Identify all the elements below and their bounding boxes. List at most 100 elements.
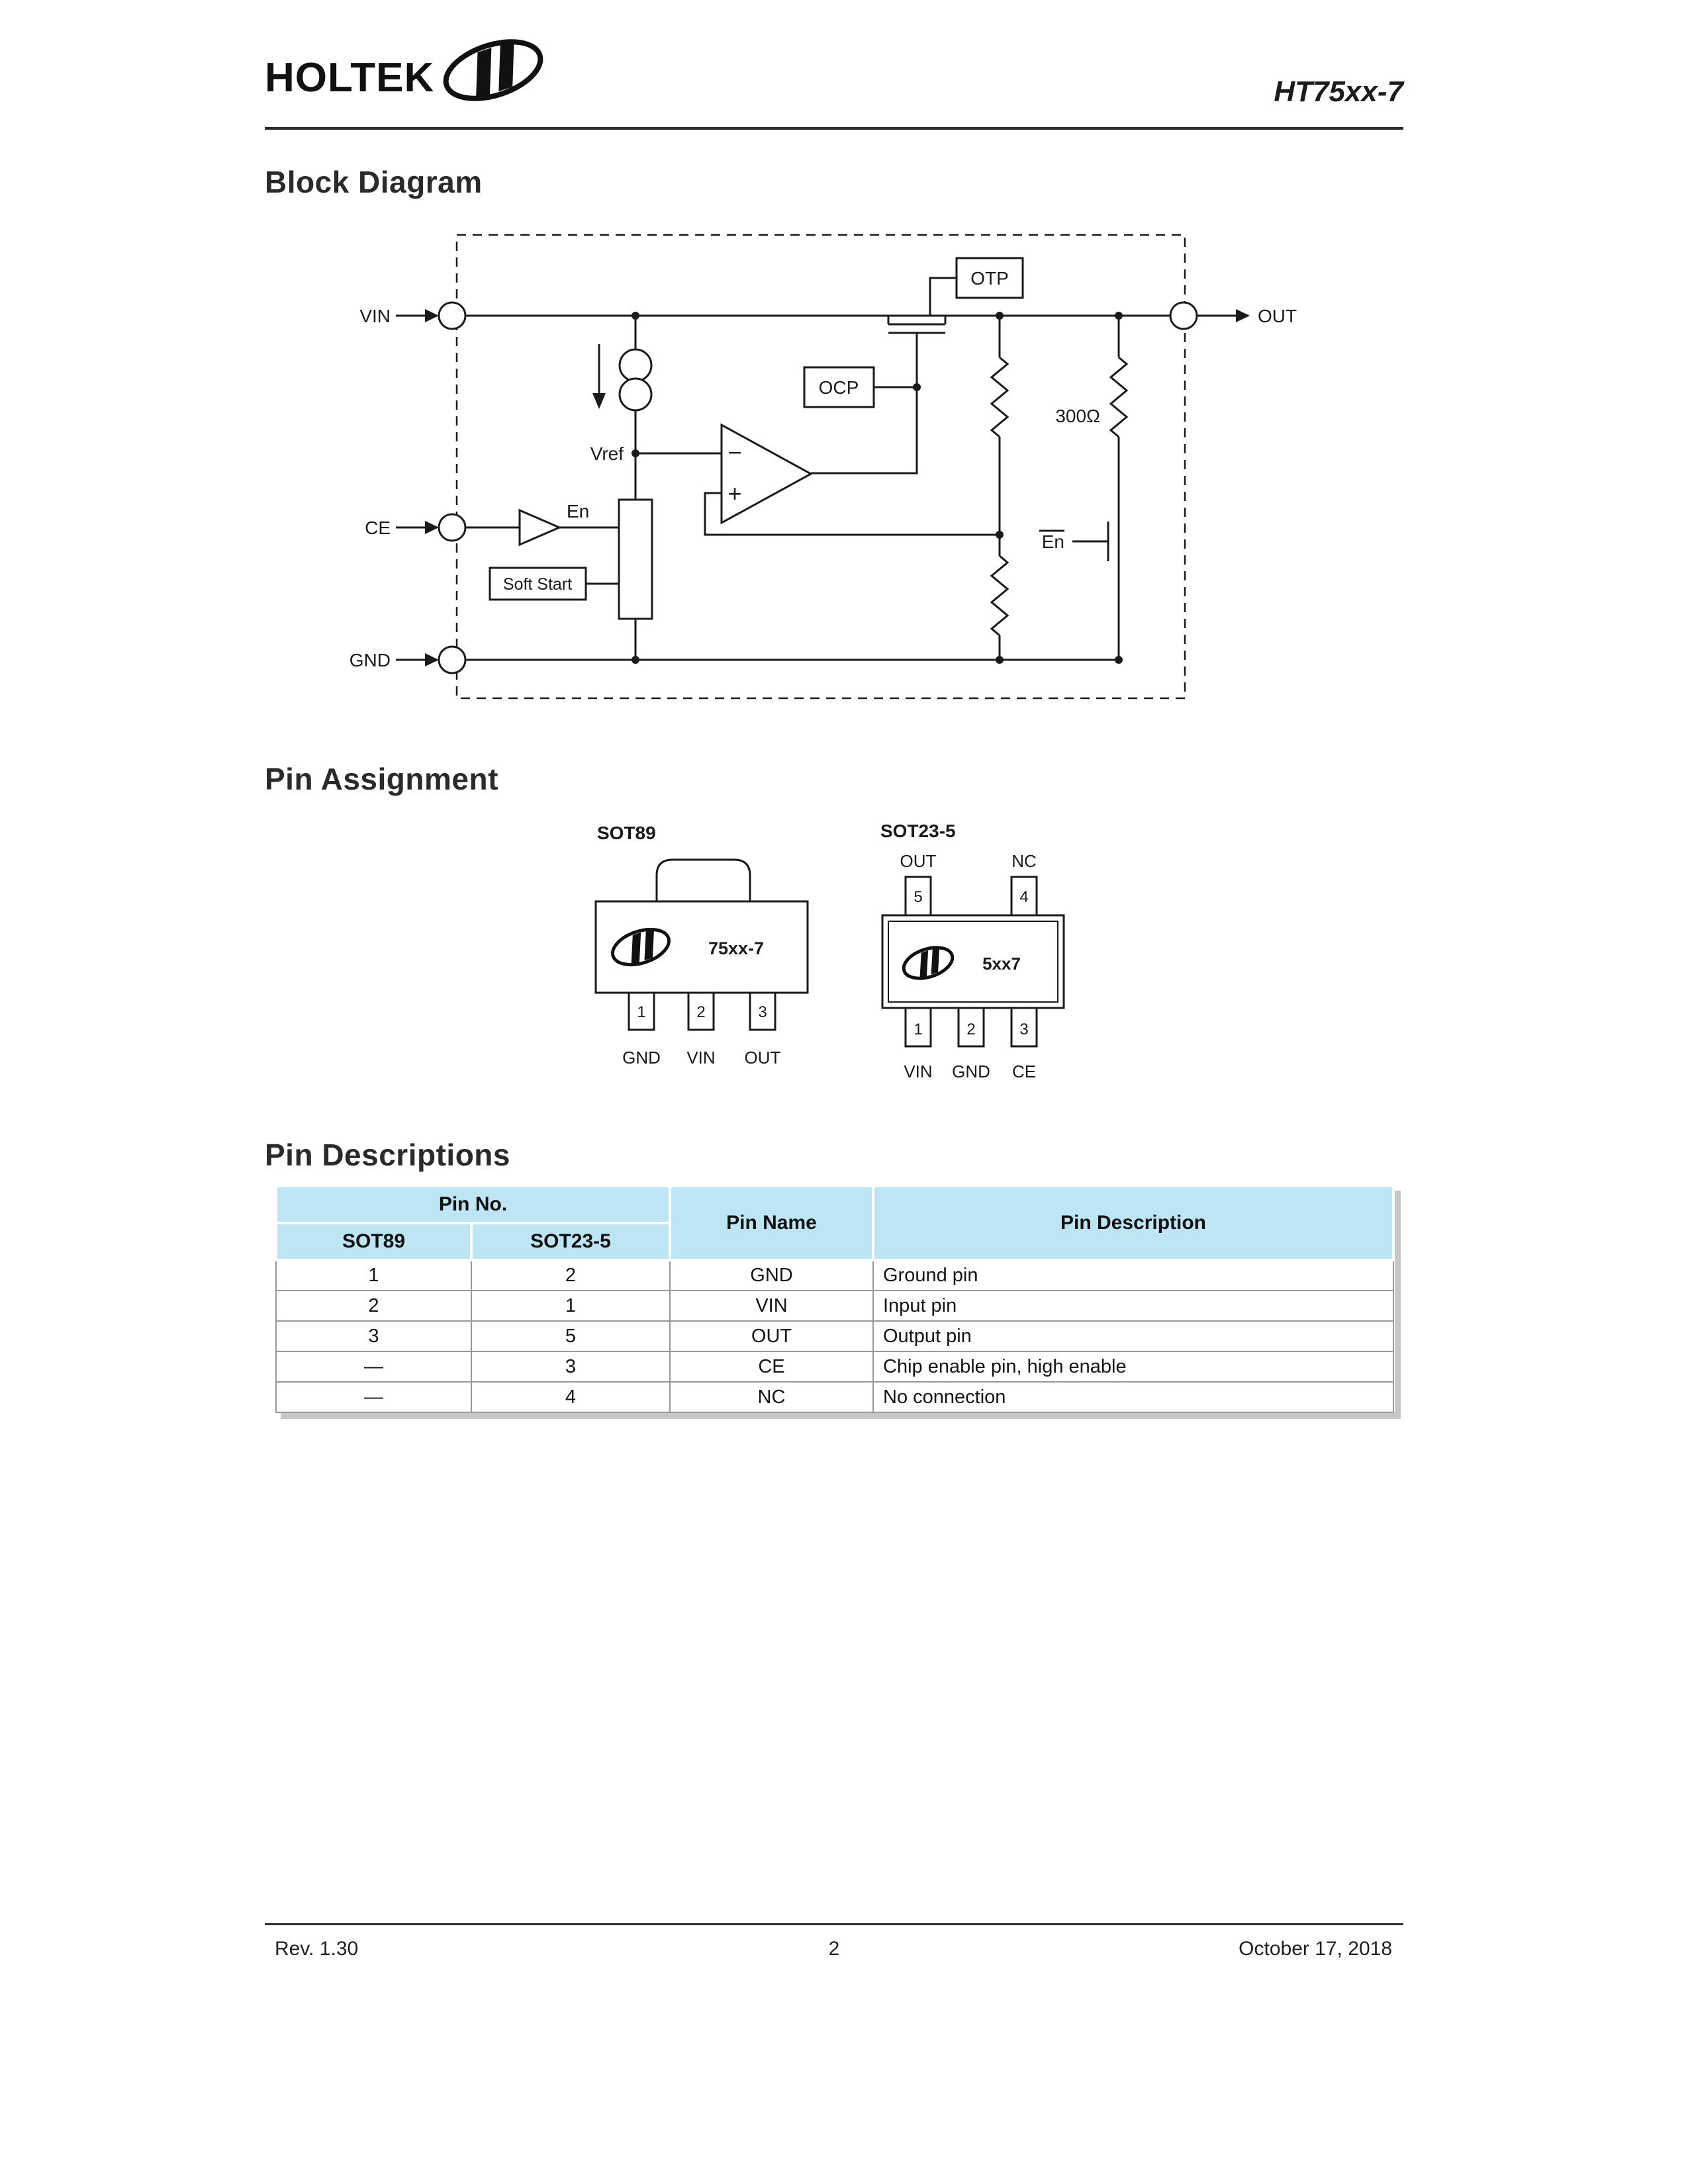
col-header-sot23-5: SOT23-5 <box>470 1222 671 1261</box>
sot23-pin-5 <box>904 876 932 917</box>
sot23-pin-2 <box>957 1007 985 1048</box>
cell-pin-name: VIN <box>669 1290 874 1322</box>
out-arrow-icon <box>1236 309 1250 322</box>
holtek-mark-icon <box>611 927 671 967</box>
cell-pin-description: Input pin <box>872 1290 1394 1322</box>
cell-sot89: 1 <box>275 1259 472 1291</box>
sot89-tab <box>655 858 751 903</box>
table-row: — 4 NC No connection <box>275 1381 1394 1413</box>
sot23-part-label: 5xx7 <box>982 954 1021 974</box>
out-label: OUT <box>1258 306 1297 326</box>
sot89-title: SOT89 <box>597 823 656 843</box>
sot89-pin-label: VIN <box>686 1048 715 1068</box>
sot23-top-pin-label: NC <box>1011 851 1037 871</box>
sot23-pin-1 <box>904 1007 932 1048</box>
sot89-pin-number: 1 <box>637 1003 645 1021</box>
sot23-pin-label: CE <box>1012 1062 1036 1081</box>
sot23-top-pin-label: OUT <box>900 851 937 871</box>
cell-sot89: — <box>275 1381 472 1413</box>
sot89-pin-3 <box>749 991 776 1031</box>
vin-label: VIN <box>359 306 391 326</box>
section-heading-pin-assignment: Pin Assignment <box>265 762 498 796</box>
cell-pin-name: OUT <box>669 1320 874 1352</box>
resistor-300 <box>1109 356 1129 438</box>
table-row: 2 1 VIN Input pin <box>275 1290 1394 1322</box>
holtek-mark-icon <box>902 946 955 980</box>
col-header-pin-description: Pin Description <box>872 1185 1395 1261</box>
footer-date: October 17, 2018 <box>1239 1938 1392 1960</box>
pass-mosfet <box>887 316 947 334</box>
cell-sot89: 3 <box>275 1320 472 1352</box>
cell-pin-description: Chip enable pin, high enable <box>872 1351 1394 1383</box>
header-rule <box>265 127 1403 130</box>
wires <box>396 277 1237 661</box>
brand-name: HOLTEK <box>265 54 435 101</box>
sot89-pin-number: 3 <box>758 1003 767 1021</box>
cell-sot89: — <box>275 1351 472 1383</box>
cell-sot89: 2 <box>275 1290 472 1322</box>
soft-start-box <box>489 567 587 601</box>
section-heading-block-diagram: Block Diagram <box>265 165 483 199</box>
gnd-arrow-icon <box>425 653 439 666</box>
sot23-5-title: SOT23-5 <box>880 821 956 841</box>
table-row: 1 2 GND Ground pin <box>275 1259 1394 1291</box>
sot23-pin-number: 5 <box>914 888 922 906</box>
resistor-divider-top <box>990 356 1009 438</box>
pin-descriptions-table: Pin No. Pin Name Pin Description SOT89 S… <box>275 1185 1395 1413</box>
sot23-body <box>881 914 1065 1009</box>
cell-pin-name: NC <box>669 1381 874 1413</box>
sot23-5-package-drawing: SOT23-5 OUT NC 5xx7 5 4 1 2 3 VIN <box>880 821 1065 1081</box>
header-logo: HOLTEK <box>265 39 556 114</box>
sot89-body <box>594 900 809 994</box>
enable-buffer <box>518 508 562 547</box>
cell-sot23-5: 2 <box>471 1259 671 1291</box>
sot89-pin-label: OUT <box>745 1048 781 1068</box>
current-arrow-icon <box>592 393 606 409</box>
table-row: 3 5 OUT Output pin <box>275 1320 1394 1352</box>
vin-arrow-icon <box>425 309 439 322</box>
current-source-icon <box>618 348 653 412</box>
sot89-package-drawing: SOT89 75xx-7 1 2 3 GND VIN OUT <box>594 823 809 1068</box>
cell-sot23-5: 3 <box>471 1351 671 1383</box>
footer-revision: Rev. 1.30 <box>275 1938 359 1960</box>
otp-label: OTP <box>970 268 1009 289</box>
sot23-pin-label: GND <box>952 1062 990 1081</box>
vin-terminal <box>438 301 467 330</box>
cell-pin-description: No connection <box>872 1381 1394 1413</box>
ocp-label: OCP <box>819 377 859 398</box>
cell-sot23-5: 4 <box>471 1381 671 1413</box>
error-amplifier <box>720 423 814 525</box>
r300-label: 300Ω <box>1055 406 1100 426</box>
opamp-minus-label: − <box>727 439 741 466</box>
table-row: — 3 CE Chip enable pin, high enable <box>275 1351 1394 1383</box>
sot89-part-label: 75xx-7 <box>708 938 764 958</box>
junction-dots <box>425 309 1250 666</box>
ce-label: CE <box>365 518 391 538</box>
sot89-pin-number: 2 <box>696 1003 705 1021</box>
sot23-pin-label: VIN <box>904 1062 932 1081</box>
divider-block <box>618 498 653 620</box>
cell-sot23-5: 1 <box>471 1290 671 1322</box>
block-diagram: VIN CE GND OUT Vref En En 300Ω OTP OCP S… <box>350 234 1297 700</box>
sot23-pin-number: 2 <box>966 1021 975 1038</box>
sot23-pin-number: 1 <box>914 1021 922 1038</box>
ocp-box <box>803 366 875 408</box>
sot89-pin-2 <box>687 991 715 1031</box>
col-header-pin-no: Pin No. <box>275 1185 671 1224</box>
resistor-divider-bottom <box>990 555 1009 637</box>
gnd-label: GND <box>350 650 391 670</box>
out-terminal <box>1169 301 1198 330</box>
doc-title: HT75xx-7 <box>1274 75 1403 108</box>
sot23-body-inner <box>888 921 1058 1003</box>
soft-start-label: Soft Start <box>503 575 572 594</box>
en-label: En <box>567 501 589 522</box>
ce-terminal <box>438 513 467 542</box>
otp-box <box>955 257 1024 299</box>
cell-sot23-5: 5 <box>471 1320 671 1352</box>
gnd-terminal <box>438 645 467 674</box>
col-header-sot89: SOT89 <box>275 1222 473 1261</box>
pulldown-mosfet <box>1072 522 1109 561</box>
footer-page-number: 2 <box>828 1938 840 1960</box>
cell-pin-name: CE <box>669 1351 874 1383</box>
sot23-pin-3 <box>1010 1007 1038 1048</box>
